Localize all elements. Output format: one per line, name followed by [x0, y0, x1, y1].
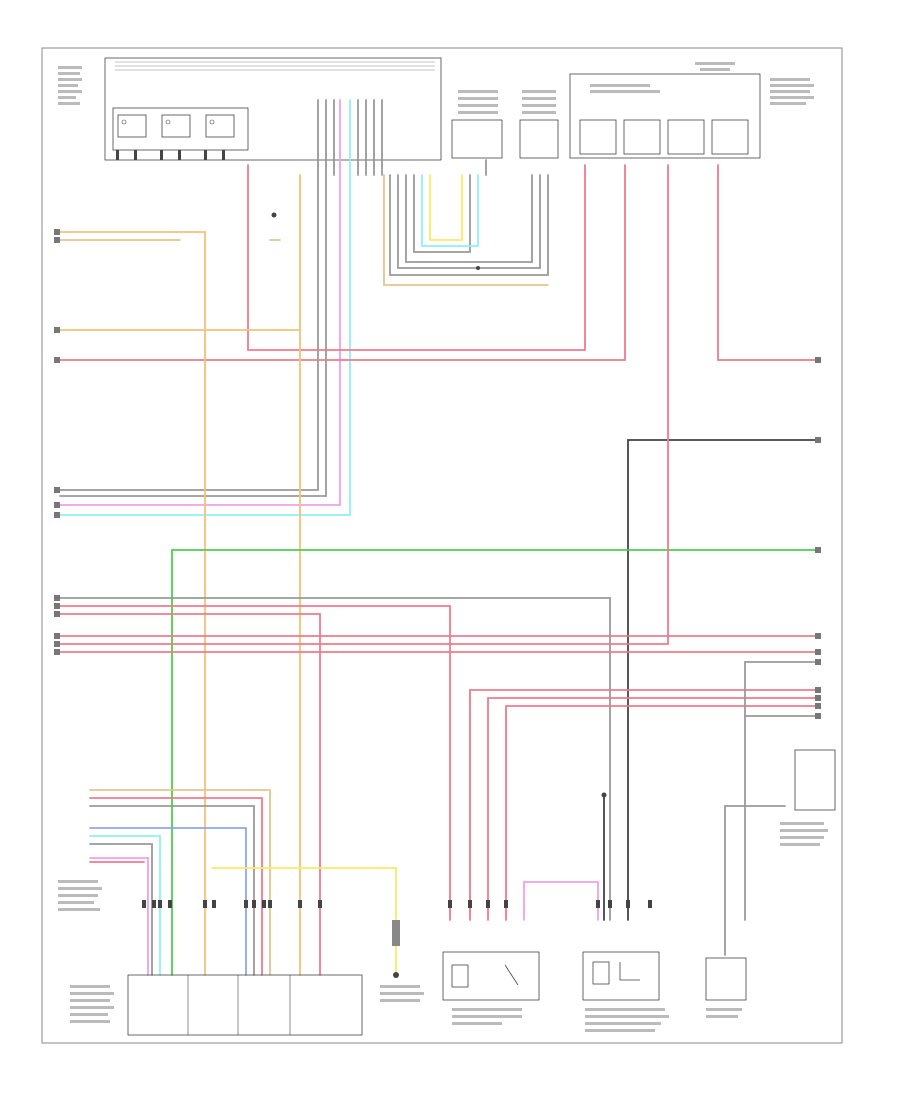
underhood-fuse-block	[569, 62, 814, 159]
top-left-label-block	[58, 66, 82, 105]
bottom-right-component	[705, 957, 747, 1018]
right-switch-component	[780, 749, 836, 846]
relay-bottom-1	[442, 951, 540, 1025]
bottom-connector-pins	[142, 900, 652, 908]
wire-harness	[59, 99, 816, 976]
top-connector-pins	[116, 150, 225, 160]
engine-fuse-block	[104, 57, 442, 161]
relay-module-2	[519, 90, 559, 159]
left-edge-terminals	[54, 229, 60, 655]
relay-bottom-2	[582, 951, 669, 1032]
splice-points	[271, 212, 607, 798]
bottom-left-module	[70, 974, 363, 1036]
relay-module-1	[451, 90, 503, 159]
bottom-left-side-label	[58, 880, 102, 911]
ground-connector-g201	[380, 920, 424, 1002]
right-edge-terminals	[815, 357, 821, 719]
diagram-border	[41, 47, 843, 1044]
